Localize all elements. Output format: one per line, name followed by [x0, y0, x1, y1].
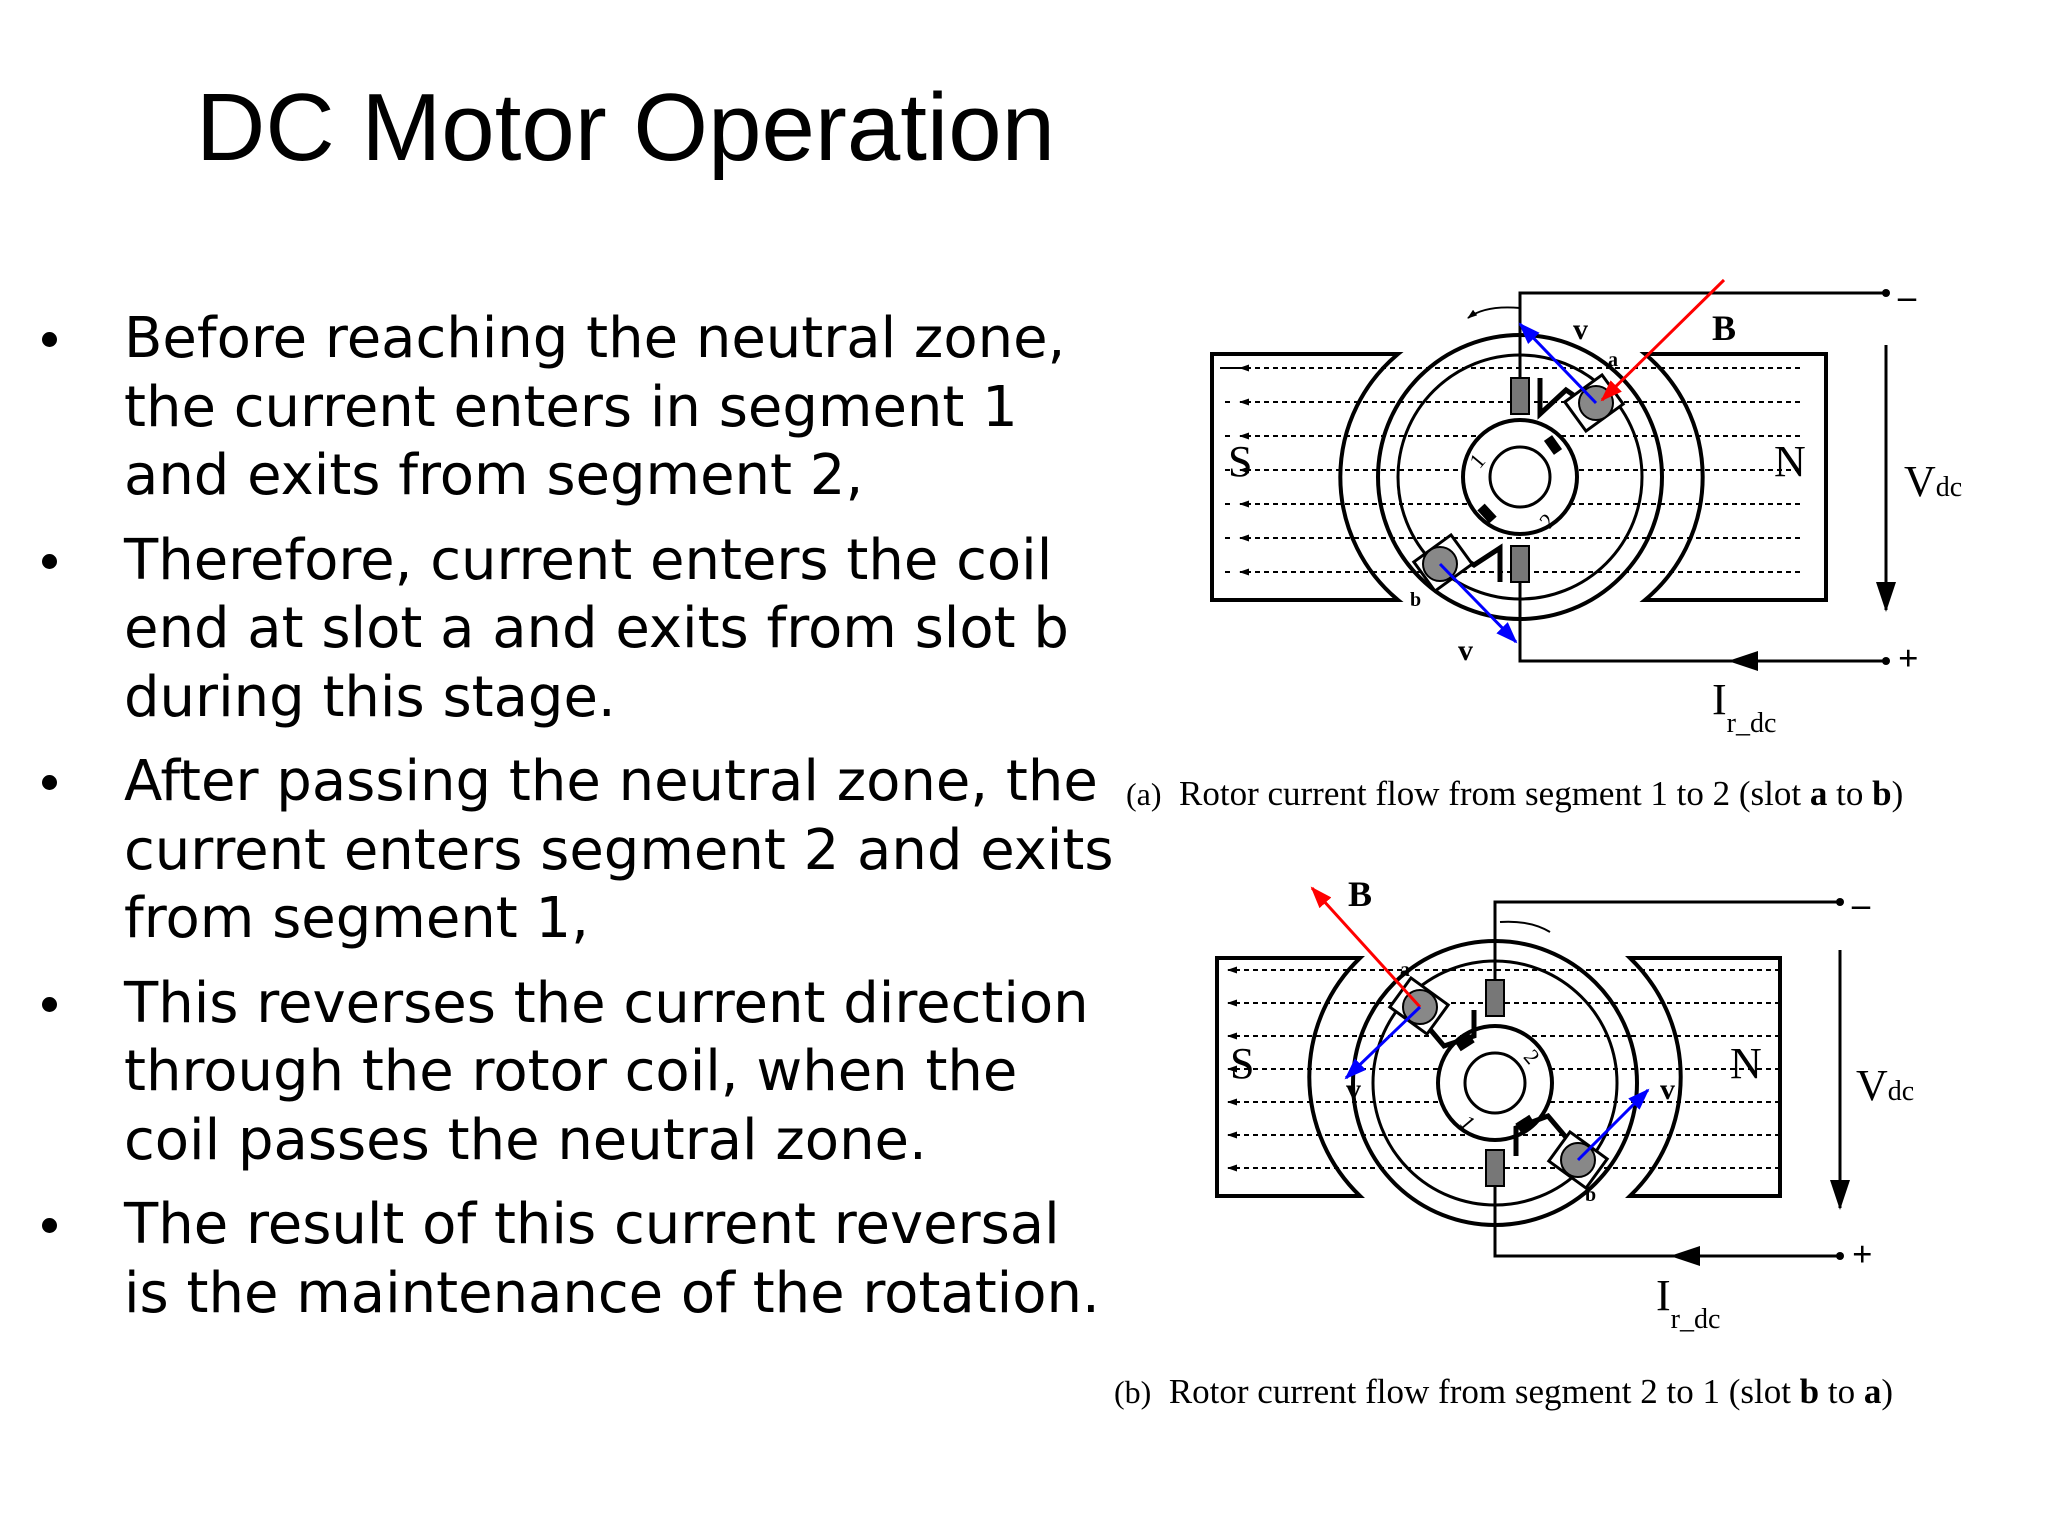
- terminal-minus-label: –: [1898, 276, 1916, 316]
- slide-title: DC Motor Operation: [196, 74, 1055, 181]
- slot-label-a: a: [1608, 349, 1618, 371]
- bullet-text: Before reaching the neutral zone, the cu…: [124, 306, 1066, 508]
- velocity-label: v: [1660, 1073, 1675, 1106]
- terminal-plus-label: +: [1898, 638, 1919, 678]
- shaft: [1463, 1051, 1527, 1115]
- segment-bar: [1477, 503, 1497, 524]
- terminal-minus: [1836, 898, 1844, 906]
- brush-top: [1510, 377, 1530, 415]
- rotation-arrow: [1499, 920, 1551, 933]
- field-vector-b: [1310, 886, 1422, 1009]
- pole-piece-n: [1639, 352, 1828, 602]
- bullet-text: Therefore, current enters the coil end a…: [124, 527, 1069, 730]
- velocity-vector: [1518, 322, 1598, 405]
- pole-piece-n: [1625, 956, 1782, 1198]
- bullet-list: Before reaching the neutral zone, the cu…: [36, 305, 1116, 1344]
- bullet-text: After passing the neutral zone, the curr…: [124, 749, 1114, 951]
- velocity-label: v: [1346, 1073, 1361, 1106]
- pole-piece-s: [1215, 956, 1365, 1198]
- pole-label-s: S: [1230, 1039, 1255, 1088]
- external-circuit: [1518, 582, 1884, 663]
- velocity-vector: [1576, 1088, 1650, 1162]
- voltage-label: Vdc: [1904, 457, 1963, 506]
- current-label: Ir_dc: [1656, 1271, 1721, 1335]
- pole-label-n: N: [1730, 1039, 1762, 1088]
- terminal-plus-label: +: [1852, 1234, 1873, 1274]
- figure-caption-a: (a) Rotor current flow from segment 1 to…: [1126, 774, 1904, 813]
- velocity-vector: [1344, 1005, 1422, 1080]
- terminal-minus: [1882, 289, 1890, 297]
- rotation-arrow: [1467, 306, 1521, 319]
- bullet-dot: [42, 1218, 57, 1233]
- current-label: Ir_dc: [1712, 675, 1777, 739]
- velocity-label: v: [1573, 313, 1588, 346]
- slot-label-a: a: [1400, 959, 1410, 981]
- velocity-vector: [1438, 562, 1518, 644]
- terminal-plus: [1836, 1252, 1844, 1260]
- terminal-minus-label: –: [1852, 884, 1870, 924]
- figure-caption-b: (b) Rotor current flow from segment 2 to…: [1114, 1372, 1894, 1411]
- brush-bottom: [1485, 1149, 1505, 1187]
- bullet-dot: [42, 553, 57, 569]
- velocity-label: v: [1458, 634, 1473, 667]
- brush-top: [1485, 979, 1505, 1017]
- pole-piece-s: [1210, 352, 1404, 602]
- motor-diagram-b: [1215, 886, 1850, 1266]
- shaft: [1488, 445, 1552, 509]
- pole-label-s: S: [1228, 437, 1253, 486]
- terminal-plus: [1882, 657, 1890, 665]
- bullet-item: The result of this current reversal is t…: [36, 1191, 1116, 1328]
- bullet-text: The result of this current reversal is t…: [124, 1192, 1100, 1326]
- bullet-dot: [42, 332, 57, 347]
- segment-bar: [1543, 435, 1563, 455]
- bullet-item: This reverses the current direction thro…: [36, 970, 1116, 1176]
- field-vector-b: [1600, 278, 1726, 402]
- coil-wire: [1513, 1113, 1577, 1156]
- external-circuit: [1518, 291, 1884, 378]
- bullet-dot: [42, 996, 57, 1012]
- bullet-text: This reverses the current direction thro…: [124, 970, 1089, 1173]
- slot-label-b: b: [1585, 1184, 1597, 1206]
- field-label: B: [1712, 308, 1737, 348]
- bullet-item: Before reaching the neutral zone, the cu…: [36, 305, 1116, 511]
- field-label: B: [1348, 874, 1373, 914]
- external-circuit: [1493, 900, 1838, 980]
- voltage-label: Vdc: [1856, 1061, 1915, 1110]
- bullet-dot: [42, 775, 57, 790]
- bullet-item: After passing the neutral zone, the curr…: [36, 748, 1116, 954]
- motor-diagram-a: [1210, 278, 1896, 671]
- pole-label-n: N: [1774, 437, 1806, 486]
- slot-label-b: b: [1410, 589, 1422, 611]
- bullet-item: Therefore, current enters the coil end a…: [36, 527, 1116, 733]
- brush-bottom: [1510, 545, 1530, 583]
